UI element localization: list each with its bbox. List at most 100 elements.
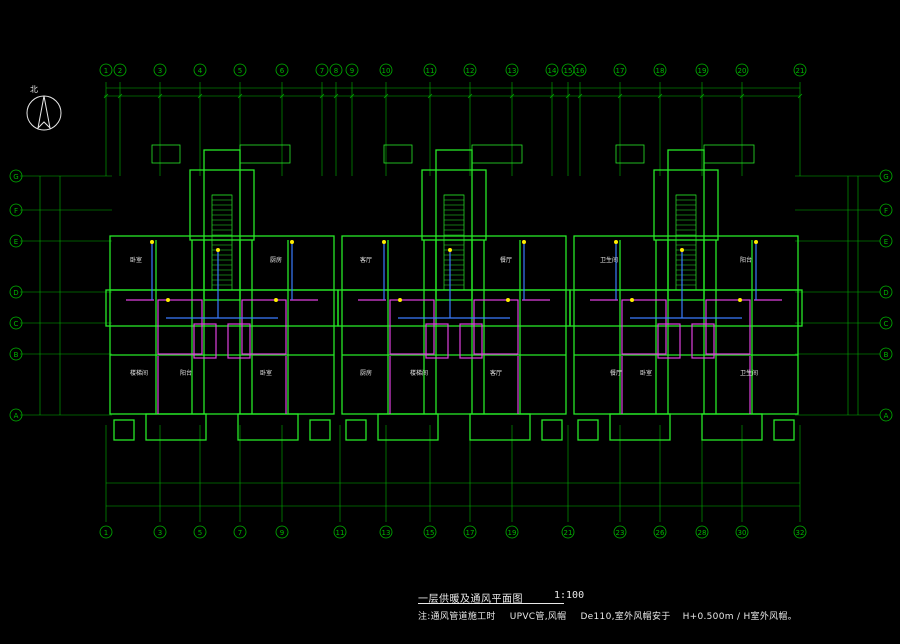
axis-bubble-bottom-label: 9 (280, 529, 284, 537)
axis-bubble-top-circle (113, 63, 127, 77)
axis-bubble-bottom-label: 28 (698, 529, 707, 537)
axis-bubble-top-circle (275, 63, 289, 77)
room-label: 厨房 (270, 256, 282, 264)
pipe-loop (459, 323, 483, 359)
wall-outline (573, 235, 799, 415)
axis-bubble-top-label: 12 (466, 67, 475, 75)
marker-dot (680, 248, 684, 252)
title-underline (418, 603, 564, 604)
canopy (471, 144, 523, 164)
axis-bubble-left-circle (9, 408, 23, 422)
stair-tower (435, 149, 473, 301)
pipe-loop (425, 323, 449, 359)
axis-bubble-right-label: F (884, 207, 888, 215)
axis-bubble-top-label: 20 (738, 67, 747, 75)
balcony-side (577, 419, 599, 441)
axis-bubble-top-label: 7 (320, 67, 324, 75)
pipe-loop (657, 323, 681, 359)
stair-tower (667, 149, 705, 301)
balcony-side (309, 419, 331, 441)
building-walls (105, 144, 803, 441)
axis-bubble-top-circle (99, 63, 113, 77)
dimension-tick (237, 93, 243, 99)
room-label: 客厅 (360, 256, 372, 264)
axis-bubble-top-label: 21 (796, 67, 805, 75)
axis-bubble-top-circle (505, 63, 519, 77)
note-material: UPVC管,风帽 (509, 612, 567, 622)
balcony (237, 413, 299, 441)
pipe-loop (157, 299, 203, 355)
dimension-tick (157, 93, 163, 99)
note-label: 注:通风管道施工时 (418, 612, 496, 622)
axis-bubble-bottom-circle (153, 525, 167, 539)
axis-bubble-bottom-circle (193, 525, 207, 539)
room-label: 卧室 (130, 256, 142, 264)
axis-bubble-top-label: 17 (616, 67, 625, 75)
axis-bubble-bottom-label: 32 (796, 529, 805, 537)
north-label: 北 (30, 85, 38, 94)
axis-bubble-bottom-label: 3 (158, 529, 162, 537)
axis-bubble-top-label: 3 (158, 67, 162, 75)
axis-bubble-bottom-label: 7 (238, 529, 242, 537)
axis-bubble-right-label: A (884, 412, 889, 420)
pipe-loop (691, 323, 715, 359)
axis-bubble-top-circle (423, 63, 437, 77)
axis-bubble-top-label: 19 (698, 67, 707, 75)
room-labels: 卧室厨房客厅餐厅卫生间阳台楼梯间卧室厨房客厅餐厅卫生间阳台楼梯间卧室 (130, 256, 758, 377)
marker-dot (448, 248, 452, 252)
marker-dot (216, 248, 220, 252)
axis-bubble-top-circle (193, 63, 207, 77)
dimension-tick (333, 93, 339, 99)
room-label: 楼梯间 (130, 369, 148, 377)
axis-bubble-top-circle (315, 63, 329, 77)
axis-bubble-top-circle (153, 63, 167, 77)
axis-bubble-bottom-label: 13 (382, 529, 391, 537)
axis-bubble-bottom-circle (695, 525, 709, 539)
axis-bubble-right-label: E (884, 238, 888, 246)
axis-bubble-bottom-circle (233, 525, 247, 539)
room-label: 厨房 (360, 369, 372, 377)
balcony (377, 413, 439, 441)
axis-bubble-right-label: G (883, 173, 888, 181)
axis-bubble-bottom-label: 19 (508, 529, 517, 537)
axis-bubble-top-label: 13 (508, 67, 517, 75)
axis-bubble-top-label: 5 (238, 67, 242, 75)
axis-bubble-top-label: 15 (564, 67, 573, 75)
axis-bubble-bottom-circle (423, 525, 437, 539)
axis-bubble-left-circle (9, 169, 23, 183)
axis-bubble-left-label: E (14, 238, 18, 246)
dimension-tick (319, 93, 325, 99)
room-label: 卧室 (260, 369, 272, 377)
axis-bubble-right-label: D (883, 289, 888, 297)
axis-bubble-left-circle (9, 285, 23, 299)
dimension-tick (739, 93, 745, 99)
axis-bubble-top-label: 11 (426, 67, 435, 75)
dimension-tick (617, 93, 623, 99)
north-arrow: 北 (26, 85, 62, 131)
axis-bubble-left-label: B (14, 351, 19, 359)
dimension-tick (467, 93, 473, 99)
dimension-tick (279, 93, 285, 99)
marker-dot (382, 240, 386, 244)
axis-bubble-bottom-label: 21 (564, 529, 573, 537)
axis-bubble-right-circle (879, 408, 893, 422)
pipe-loop (621, 299, 667, 355)
dimension-tick (349, 93, 355, 99)
balcony (609, 413, 671, 441)
axis-bubble-top-circle (735, 63, 749, 77)
axis-bubble-left-label: C (14, 320, 19, 328)
marker-dot (290, 240, 294, 244)
room-label: 卧室 (640, 369, 652, 377)
axis-bubble-top-circle (379, 63, 393, 77)
axis-bubble-bottom-label: 26 (656, 529, 665, 537)
axis-bubble-right-circle (879, 347, 893, 361)
balcony-side (345, 419, 367, 441)
axis-bubble-bottom-circle (333, 525, 347, 539)
dimension-tick (509, 93, 515, 99)
room-label: 客厅 (490, 369, 502, 377)
marker-dot (274, 298, 278, 302)
room-label: 楼梯间 (410, 369, 428, 377)
